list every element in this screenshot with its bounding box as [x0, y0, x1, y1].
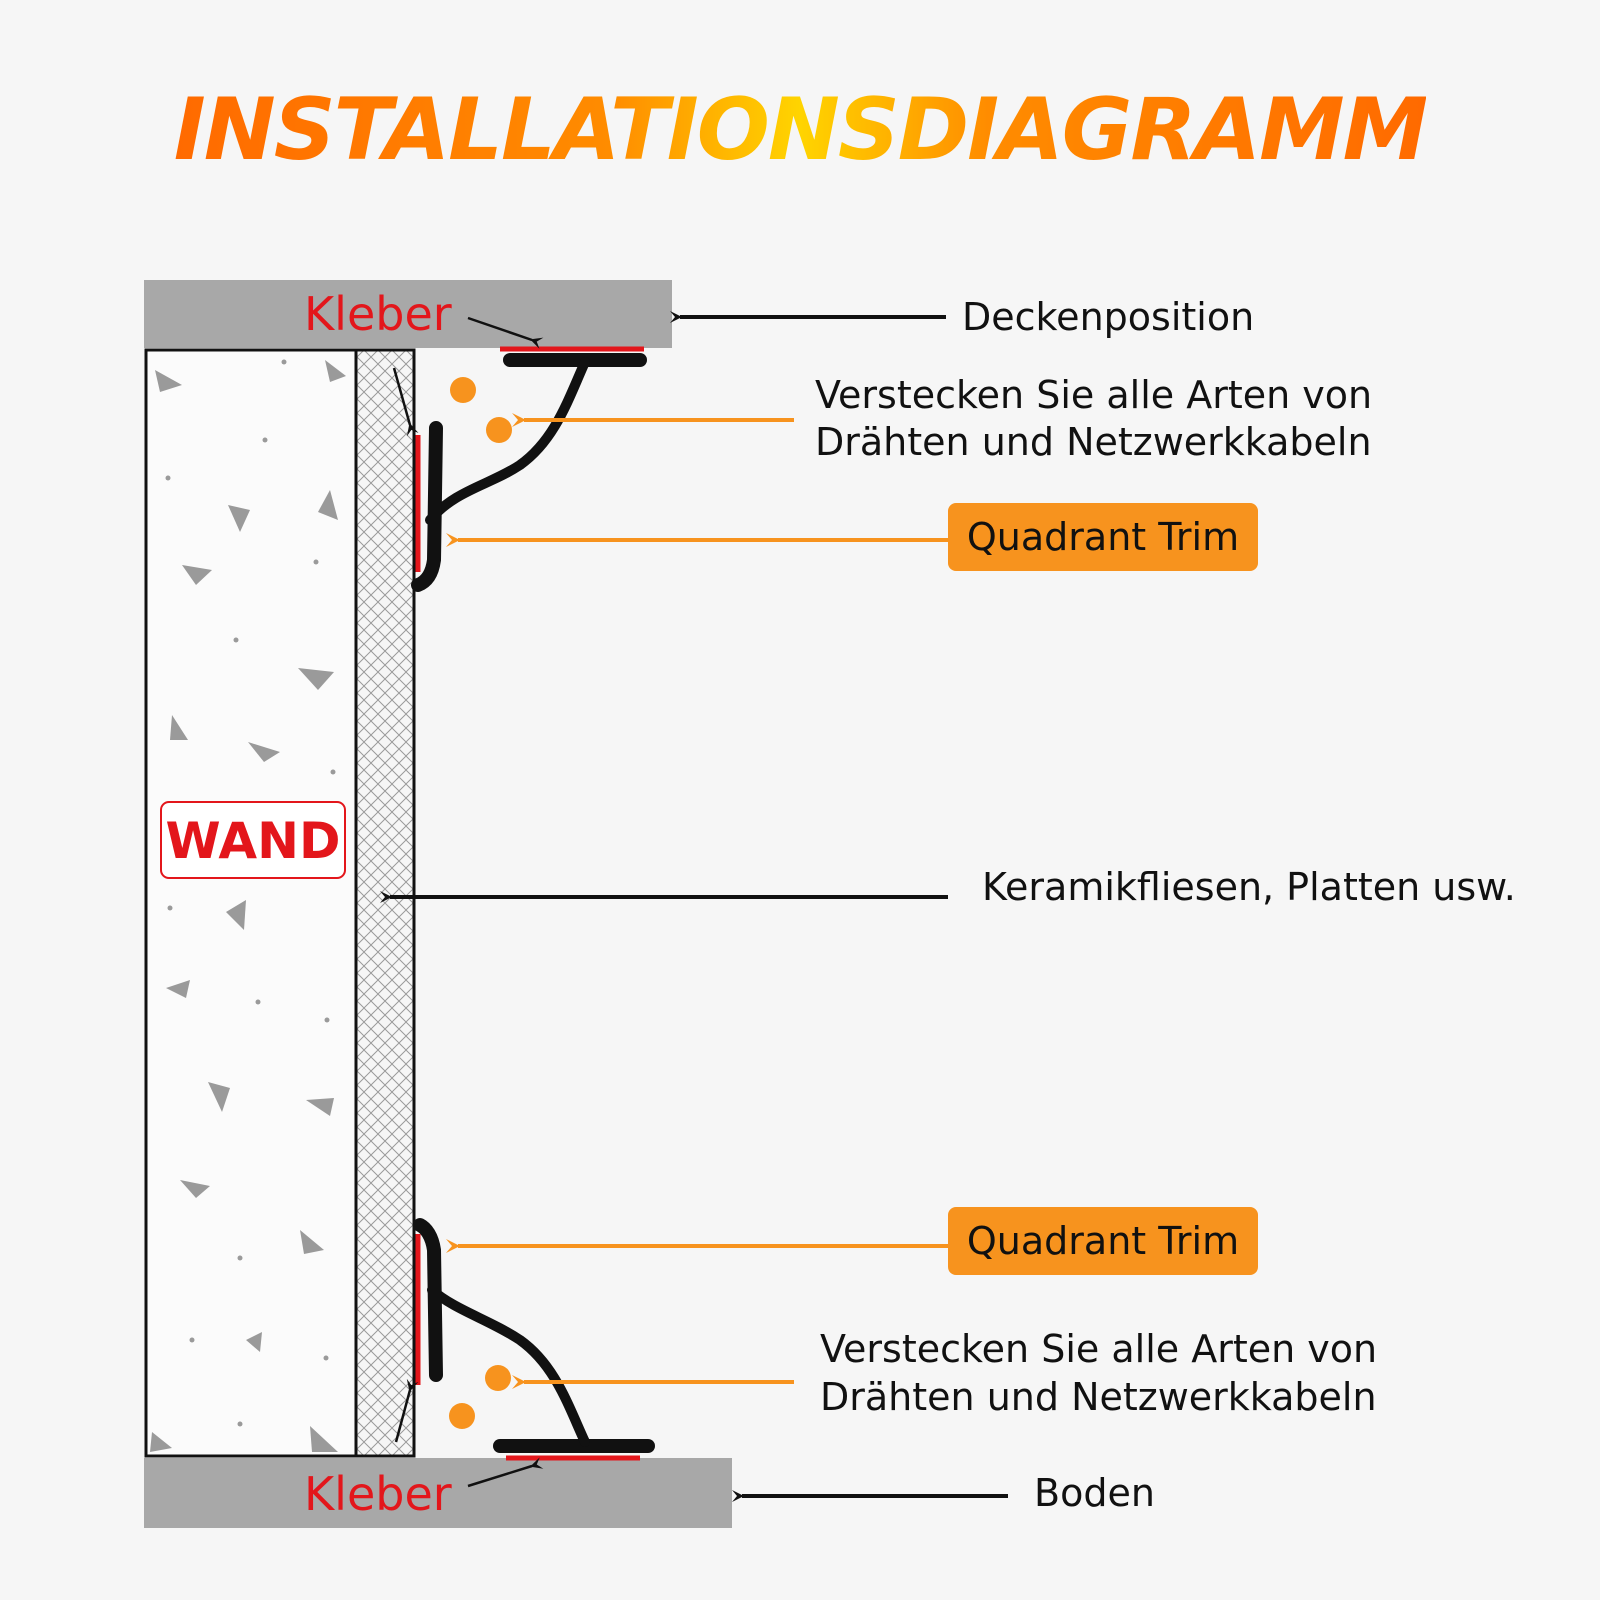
cable-dot: [486, 417, 512, 443]
adhesive-arrow-wall-bottom: [394, 1378, 419, 1443]
adhesive-arrow-bottom: [467, 1457, 544, 1488]
ceiling-label: Deckenposition: [962, 295, 1254, 339]
tile-layer: [354, 348, 416, 1458]
cable-dot: [449, 1403, 475, 1429]
adhesive-label-top: Kleber: [304, 287, 452, 341]
hide-cables-label-bottom-line2: Drähten und Netzwerkkabeln: [820, 1375, 1377, 1419]
ceiling-slab: [144, 280, 672, 348]
cable-dot: [485, 1365, 511, 1391]
floor-label: Boden: [1034, 1471, 1155, 1515]
trim-badge-bottom: [948, 1207, 1258, 1275]
wall-label: WAND: [166, 812, 341, 870]
hide-cables-label-top-line2: Drähten und Netzwerkkabeln: [815, 420, 1372, 464]
hide-cables-label-top-line1: Verstecken Sie alle Arten von: [815, 373, 1372, 417]
quadrant-trim-top: [411, 353, 647, 592]
adhesive-label-bottom: Kleber: [304, 1467, 452, 1521]
adhesive-arrow-top: [467, 316, 544, 349]
trim-label-bottom: Quadrant Trim: [967, 1219, 1239, 1263]
wall: [144, 348, 358, 1458]
diagram-title: INSTALLATIONSDIAGRAMM: [173, 80, 1429, 180]
trim-badge-top: [948, 503, 1258, 571]
wall-badge: [160, 801, 346, 879]
tiles-label: Keramikfliesen, Platten usw.: [982, 865, 1516, 909]
adhesive-arrow-wall-top: [392, 367, 419, 437]
floor-slab: [144, 1458, 732, 1528]
hide-cables-label-bottom-line1: Verstecken Sie alle Arten von: [820, 1327, 1377, 1371]
quadrant-trim-bottom: [413, 1218, 655, 1453]
cable-dot: [450, 377, 476, 403]
trim-label-top: Quadrant Trim: [967, 515, 1239, 559]
